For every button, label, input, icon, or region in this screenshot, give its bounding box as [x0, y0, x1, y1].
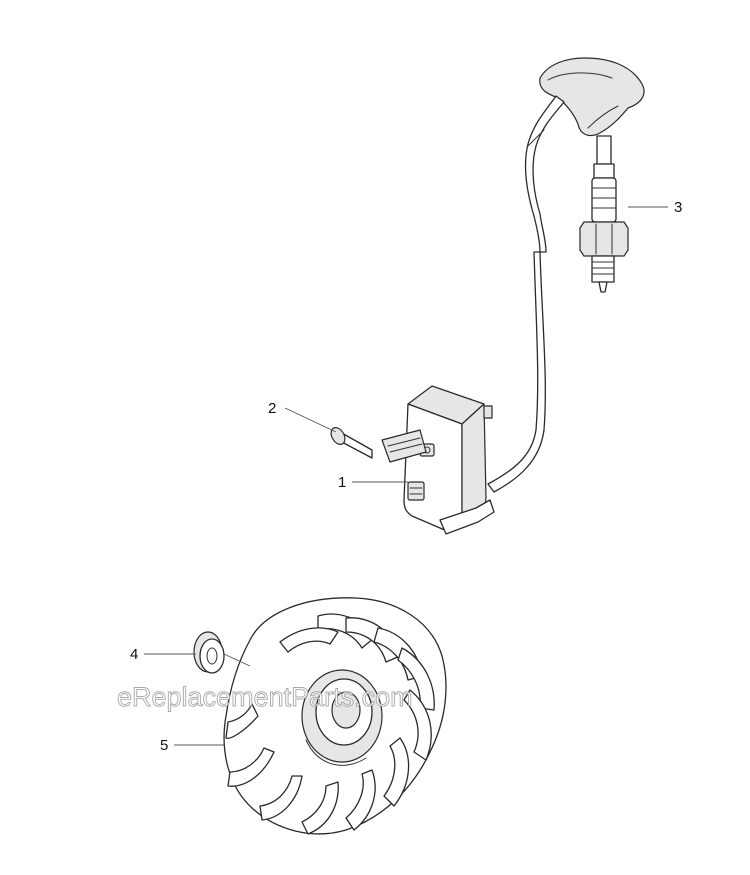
spark-plug-terminal	[596, 135, 612, 165]
module-lower-hole	[407, 481, 425, 501]
flywheel[interactable]	[223, 597, 447, 835]
callout-4: 4	[130, 646, 251, 667]
watermark: eReplacementParts.com	[117, 682, 413, 712]
flywheel-bore	[331, 691, 361, 729]
callout-2: 2	[268, 400, 337, 433]
callout-5: 5	[160, 737, 224, 754]
screw-washer-plate	[381, 429, 427, 463]
callout-3-label: 3	[674, 199, 682, 216]
callout-5-label: 5	[160, 737, 168, 754]
flywheel-fins	[225, 613, 435, 835]
callout-1: 1	[338, 474, 408, 491]
ignition-module-front	[403, 403, 463, 532]
callout-4-label: 4	[130, 646, 138, 663]
ignition-module[interactable]	[403, 385, 495, 535]
module-tab-right	[483, 405, 493, 419]
spark-plug[interactable]	[539, 57, 645, 293]
callout-2-label: 2	[268, 400, 276, 417]
spark-plug-thread	[591, 255, 615, 283]
callout-3: 3	[628, 199, 682, 216]
screw-head	[330, 427, 346, 445]
screw[interactable]	[328, 425, 427, 463]
ignition-module-side	[461, 403, 487, 521]
spark-plug-insulator	[591, 177, 617, 223]
callout-1-label: 1	[338, 474, 346, 491]
ignition-lead	[487, 95, 565, 493]
nut[interactable]	[193, 631, 225, 674]
spark-plug-hex	[579, 221, 629, 257]
